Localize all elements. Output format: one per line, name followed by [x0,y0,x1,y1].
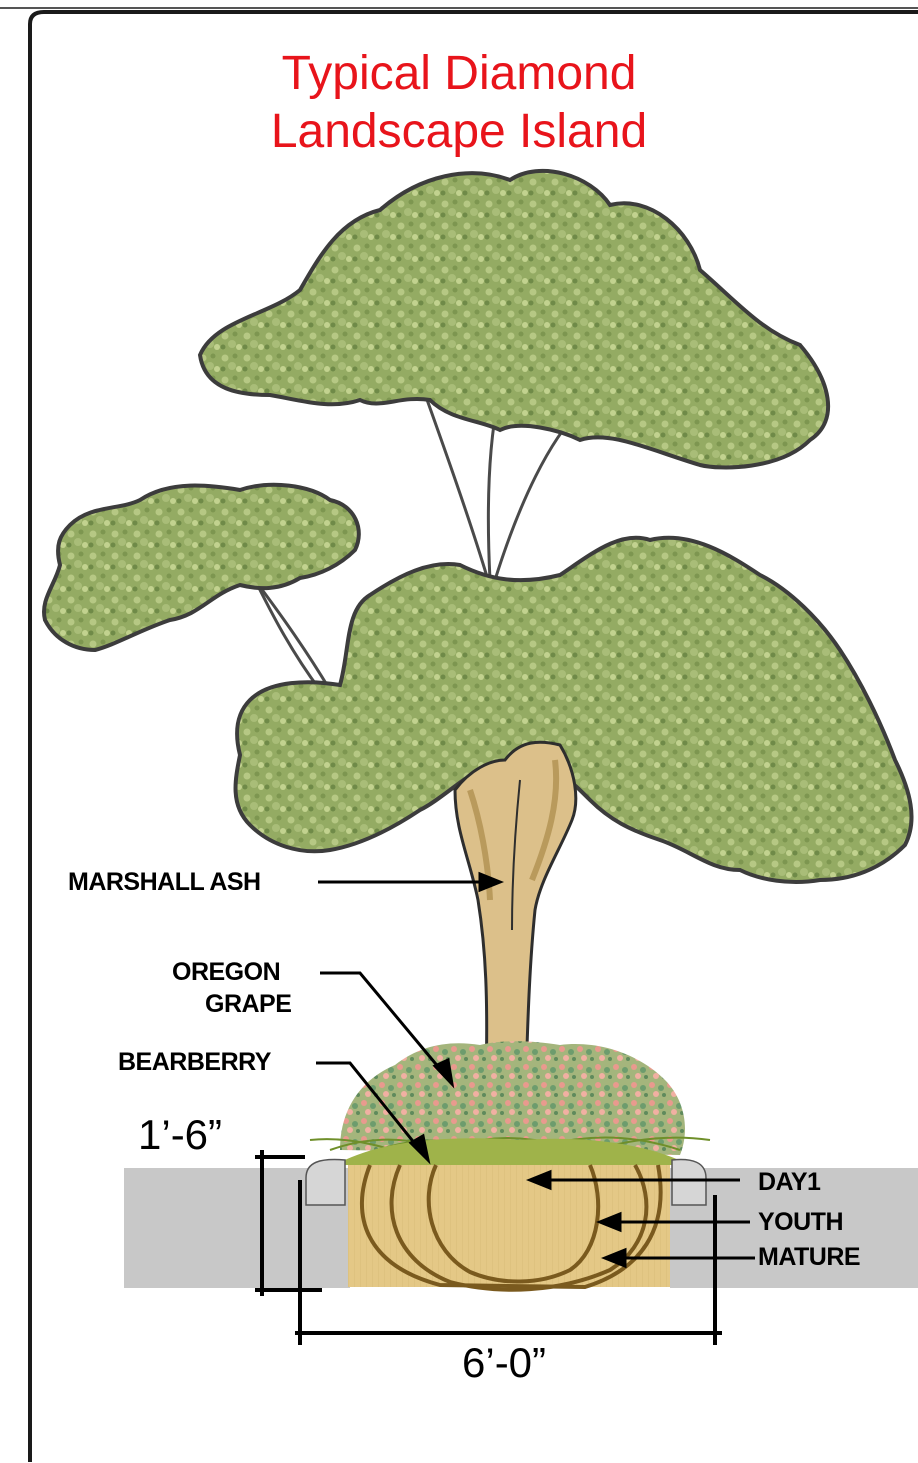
title-line-2: Landscape Island [0,104,918,160]
trunk [455,742,576,1080]
label-grape: GRAPE [205,990,291,1019]
label-marshall-ash: MARSHALL ASH [68,868,261,897]
label-bearberry: BEARBERRY [118,1048,271,1077]
label-day1: DAY1 [758,1168,820,1197]
title-line-1: Typical Diamond [0,46,918,102]
label-youth: YOUTH [758,1208,843,1237]
dimension-height: 1’-6” [138,1112,222,1158]
label-mature: MATURE [758,1243,860,1272]
upper-canopy [200,171,828,468]
left-canopy [44,485,359,650]
dimension-width: 6’-0” [462,1340,546,1386]
label-oregon: OREGON [172,958,280,987]
main-canopy [236,538,912,882]
